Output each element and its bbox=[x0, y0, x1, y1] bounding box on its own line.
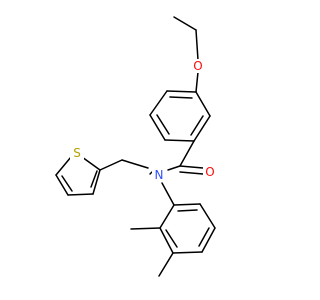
bond-methyl-2 bbox=[158, 252, 174, 277]
bond-ring-a-inner3 bbox=[169, 96, 193, 99]
bond-ring-b-inner3 bbox=[177, 209, 198, 212]
bond-thiophene-inner2 bbox=[90, 170, 98, 188]
carbonyl-oxygen-label: O bbox=[205, 165, 214, 179]
bond-methylene bbox=[121, 159, 149, 169]
ethoxy-group bbox=[173, 16, 199, 93]
bond-ring-b5 bbox=[199, 203, 216, 229]
atom-amide-nitrogen: N bbox=[152, 168, 166, 182]
bond-oxygen-ring bbox=[195, 71, 199, 93]
molecule-canvas: O O N S bbox=[55, 16, 217, 277]
bond-methylene-thiophene bbox=[99, 159, 123, 171]
bond-ring-b2 bbox=[159, 227, 174, 254]
molecule-structure: O O N S bbox=[55, 16, 217, 277]
atom-carbonyl-oxygen: O bbox=[203, 165, 217, 179]
thiophene-sulfur-label: S bbox=[73, 146, 81, 160]
atom-ether-oxygen: O bbox=[191, 59, 205, 73]
bond-ethyl-oxygen bbox=[195, 29, 199, 61]
bond-ring-a3 bbox=[164, 139, 195, 142]
bond-thiophene-5 bbox=[92, 169, 101, 195]
bond-ring-a-inner1 bbox=[190, 115, 204, 136]
benzoyl-ring bbox=[149, 90, 211, 142]
ether-oxygen-label: O bbox=[193, 59, 202, 73]
bond-ring-a2 bbox=[193, 115, 211, 142]
bond-nitrogen-ring bbox=[161, 182, 175, 206]
bond-methyl-1 bbox=[130, 227, 161, 230]
bond-carbonyl-oxygen-1 bbox=[179, 165, 204, 169]
amide-nitrogen-label: N bbox=[155, 168, 164, 182]
bond-ethyl-terminal bbox=[173, 16, 197, 31]
bond-ring-a1 bbox=[195, 91, 211, 117]
bond-nitrogen-methylene bbox=[149, 171, 153, 175]
bond-ring-b1 bbox=[159, 204, 175, 229]
amide-group bbox=[167, 140, 204, 175]
bond-thiophene-4 bbox=[67, 193, 94, 196]
bond-ring-b6 bbox=[173, 203, 201, 206]
bond-ring-b-inner2 bbox=[198, 227, 210, 247]
bond-ring-carbonyl bbox=[179, 140, 195, 167]
bond-carbonyl-nitrogen bbox=[167, 165, 181, 171]
bond-thiophene-2 bbox=[55, 156, 72, 176]
bond-thiophene-3 bbox=[55, 174, 69, 196]
bond-ring-a5 bbox=[149, 90, 168, 116]
bond-thiophene-inner1 bbox=[61, 175, 73, 192]
thienylmethyl-group bbox=[55, 156, 153, 196]
bond-ring-b3 bbox=[172, 251, 203, 254]
bond-ring-a4 bbox=[149, 114, 166, 141]
bond-ring-b-inner1 bbox=[165, 229, 178, 248]
bond-thiophene-1 bbox=[81, 156, 101, 171]
bond-ring-b4 bbox=[201, 227, 216, 253]
bond-ring-a6 bbox=[166, 90, 197, 93]
bond-carbonyl-oxygen-2 bbox=[179, 171, 204, 175]
atom-thiophene-sulfur: S bbox=[70, 146, 84, 160]
dimethylphenyl-group bbox=[130, 182, 216, 277]
bond-ring-a-inner2 bbox=[156, 114, 170, 135]
